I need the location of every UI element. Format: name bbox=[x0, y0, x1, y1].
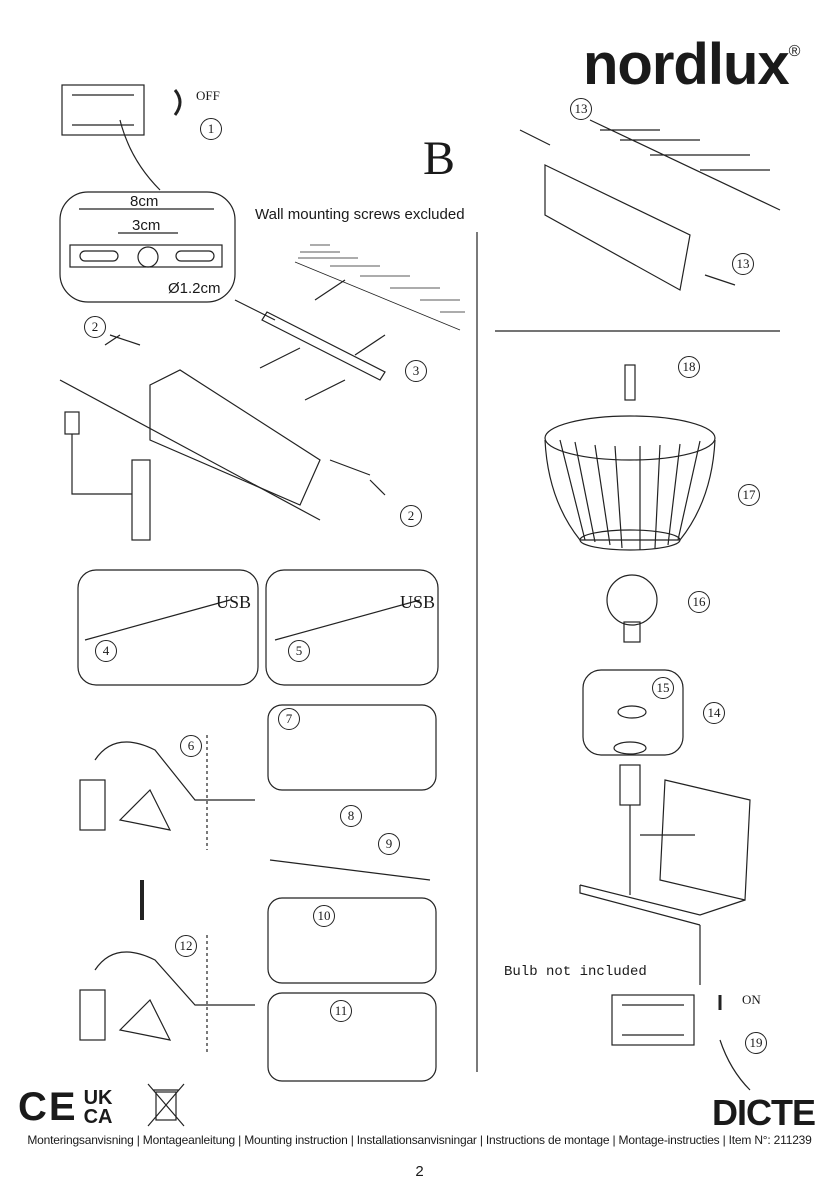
step-1: 1 bbox=[200, 118, 222, 140]
step-8: 8 bbox=[340, 805, 362, 827]
bulb bbox=[606, 574, 658, 643]
wiring-diagram-top bbox=[79, 704, 437, 850]
weee-crossed-bin-icon bbox=[147, 1083, 185, 1127]
usb-detail-box-right bbox=[265, 569, 439, 686]
lamp-side-view bbox=[64, 411, 151, 541]
ukca-mark: UK CA bbox=[83, 1086, 113, 1128]
ukca-bottom: CA bbox=[83, 1105, 113, 1128]
step-17: 17 bbox=[738, 484, 760, 506]
lamp-shade bbox=[544, 364, 716, 551]
certification-marks: CE UK CA bbox=[18, 1085, 112, 1130]
step-16: 16 bbox=[688, 591, 710, 613]
step-14: 14 bbox=[703, 702, 725, 724]
step-3: 3 bbox=[405, 360, 427, 382]
step-9: 9 bbox=[378, 833, 400, 855]
usb-label-left: USB bbox=[216, 592, 252, 612]
page-number: 2 bbox=[415, 1163, 424, 1180]
lamp-base bbox=[579, 764, 751, 985]
section-letter: B bbox=[423, 132, 456, 185]
step-4: 4 bbox=[95, 640, 117, 662]
screws-note: Wall mounting screws excluded bbox=[255, 206, 465, 223]
step-5: 5 bbox=[288, 640, 310, 662]
fuse-box-on bbox=[611, 994, 751, 1091]
step-15: 15 bbox=[652, 677, 674, 699]
bracket-dimension-box bbox=[59, 191, 276, 321]
ukca-top: UK bbox=[83, 1086, 113, 1109]
ring-holder bbox=[582, 669, 684, 756]
step-7: 7 bbox=[278, 708, 300, 730]
off-label: OFF bbox=[196, 88, 220, 103]
step-12: 12 bbox=[175, 935, 197, 957]
ce-mark: CE bbox=[18, 1085, 78, 1129]
usb-label-right: USB bbox=[400, 592, 436, 612]
shade-removal bbox=[519, 119, 781, 291]
step-13a: 13 bbox=[570, 98, 592, 120]
dimension-3cm: 3cm bbox=[132, 217, 161, 234]
step-18: 18 bbox=[678, 356, 700, 378]
step-11: 11 bbox=[330, 1000, 352, 1022]
brand-logo: nordlux® bbox=[583, 32, 800, 97]
step-2b: 2 bbox=[400, 505, 422, 527]
step-10: 10 bbox=[313, 905, 335, 927]
step-6: 6 bbox=[180, 735, 202, 757]
wiring-diagram-bottom bbox=[79, 859, 437, 1082]
bracket-assembly bbox=[259, 279, 386, 401]
dimension-hole: Ø1.2cm bbox=[168, 280, 221, 297]
wall-hatch bbox=[294, 244, 465, 331]
model-name: DICTE bbox=[712, 1092, 816, 1133]
on-label: ON bbox=[742, 992, 761, 1007]
step-13b: 13 bbox=[732, 253, 754, 275]
footer-text: Monteringsanvisning | Montageanleitung |… bbox=[27, 1133, 812, 1147]
fuse-box-off bbox=[61, 84, 182, 191]
step-2a: 2 bbox=[84, 316, 106, 338]
step-19: 19 bbox=[745, 1032, 767, 1054]
usb-detail-box-left bbox=[77, 569, 259, 686]
dimension-8cm: 8cm bbox=[130, 193, 159, 210]
bulb-note: Bulb not included bbox=[504, 964, 647, 980]
lamp-shade-side bbox=[59, 334, 386, 521]
